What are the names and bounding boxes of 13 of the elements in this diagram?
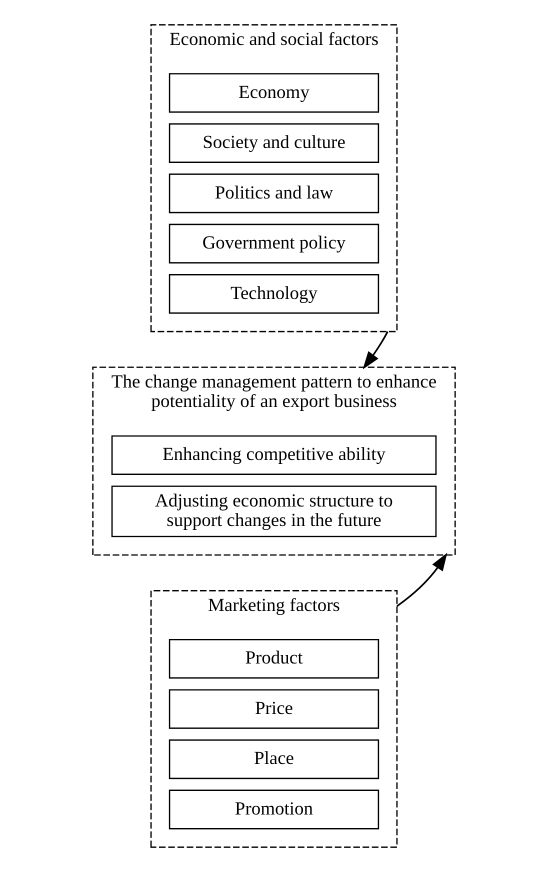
node-box: Place (168, 739, 380, 780)
node-box: Politics and law (168, 174, 380, 214)
node-box: Promotion (168, 790, 380, 830)
arrow (396, 552, 448, 607)
arrow (362, 331, 388, 370)
node-box: Enhancing competitive ability (111, 435, 437, 475)
node-box: Government policy (168, 224, 380, 264)
node-box: Price (168, 689, 380, 729)
node-box: Adjusting economic structure to support changes in the future (111, 486, 437, 538)
node-box: Economy (168, 73, 380, 113)
node-box: Society and culture (168, 123, 380, 163)
node-box: Technology (168, 274, 380, 314)
node-box: Product (168, 638, 380, 679)
